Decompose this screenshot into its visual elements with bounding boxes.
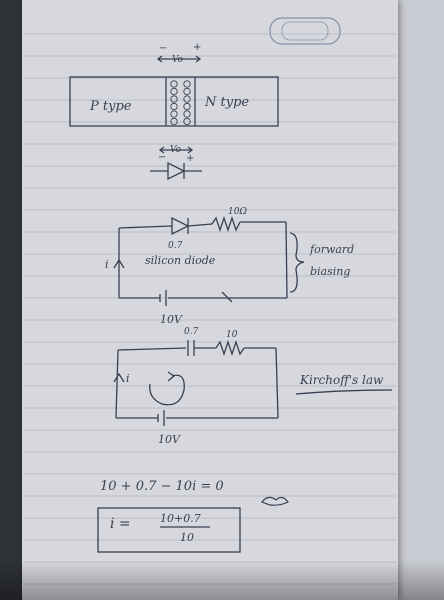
depletion-charge: [170, 117, 178, 126]
depletion-charge: [183, 95, 191, 103]
forward-battery-label: 10V: [160, 313, 183, 326]
adjacent-page: [398, 0, 444, 600]
equation-line: 10 + 0.7 − 10i = 0: [100, 479, 224, 494]
page-shadow: [0, 560, 444, 600]
kirchhoff-battery-label: 10V: [158, 433, 181, 446]
depletion-charge: [170, 87, 178, 96]
kirchhoff-resistor-label: 10: [226, 330, 238, 340]
forward-bias-circuit: [113, 215, 305, 306]
depletion-charge: [183, 87, 191, 96]
kirchhoff-diode-drop-label: 0.7: [184, 327, 199, 337]
answer-numerator: 10+0.7: [160, 512, 201, 525]
ruled-lines: [24, 33, 396, 585]
forward-diode-drop-label: 0.7: [168, 241, 183, 251]
pn-junction-diagram: [69, 55, 279, 127]
forward-current-label: i: [105, 258, 109, 271]
answer-lhs: i =: [110, 516, 131, 532]
depletion-charge: [183, 102, 191, 111]
forward-note-line2: biasing: [310, 265, 350, 278]
kirchhoff-current-label: i: [126, 372, 130, 385]
p-type-label: P type: [89, 99, 132, 114]
junction-plus-sign: +: [193, 42, 201, 53]
answer-box: [97, 507, 241, 553]
depletion-charge: [183, 80, 191, 88]
forward-resistor-label: 10Ω: [228, 207, 247, 217]
depletion-charge: [170, 110, 178, 118]
diode-minus-sign: −: [158, 152, 166, 163]
junction-minus-sign: −: [159, 43, 167, 54]
scribble-mark: [261, 496, 289, 506]
diode-symbol: [150, 146, 202, 181]
kirchhoff-circuit: [113, 339, 393, 426]
diode-plus-sign: +: [186, 153, 194, 164]
silicon-diode-label: silicon diode: [145, 254, 216, 267]
forward-note-line1: forward: [309, 243, 354, 256]
notebook-logo: [269, 17, 341, 45]
kirchhoff-law-note: Kirchoff's law: [299, 373, 384, 387]
depletion-charge: [183, 117, 191, 126]
depletion-charge: [170, 95, 178, 103]
junction-voltage-label: Vo: [172, 55, 184, 65]
answer-denominator: 10: [180, 531, 194, 544]
depletion-charge: [170, 102, 178, 111]
diode-voltage-label: Vo: [170, 145, 182, 155]
n-type-label: N type: [204, 95, 249, 110]
depletion-charge: [183, 110, 191, 118]
depletion-charge: [170, 80, 178, 88]
